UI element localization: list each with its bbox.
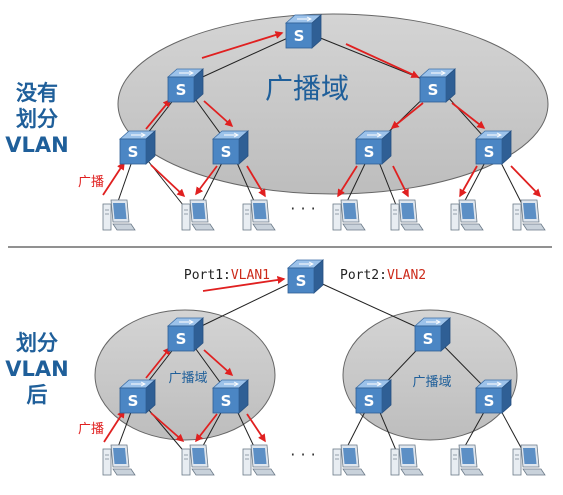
switch-icon bbox=[355, 379, 392, 414]
broadcast-arrow bbox=[246, 413, 266, 443]
switch-icon bbox=[475, 379, 512, 414]
computer-icon bbox=[450, 444, 484, 476]
broadcast-arrow bbox=[451, 102, 486, 129]
broadcast-arrow bbox=[203, 349, 234, 376]
switch-icon bbox=[285, 14, 322, 49]
computer-icon bbox=[181, 444, 215, 476]
ellipsis-top: · · · bbox=[290, 199, 315, 218]
broadcast-arrow bbox=[103, 409, 125, 443]
computer-icon bbox=[332, 444, 366, 476]
broadcast-domain-label-left: 广播域 bbox=[168, 371, 207, 386]
broadcast-arrow bbox=[202, 275, 286, 292]
computer-icon bbox=[332, 199, 366, 231]
port1-prefix: Port1: bbox=[184, 268, 231, 283]
switch-icon bbox=[355, 130, 392, 165]
broadcast-domain-label-top: 广播域 bbox=[265, 72, 349, 105]
computer-icon bbox=[390, 444, 424, 476]
computer-icon bbox=[390, 199, 424, 231]
broadcast-arrow bbox=[145, 346, 171, 379]
bottom-broadcast-arrows bbox=[103, 275, 286, 443]
side-label-bottom-line-3: 后 bbox=[26, 383, 48, 407]
side-label-top-line-1: 没有 bbox=[16, 81, 58, 105]
broadcast-arrow bbox=[392, 165, 409, 198]
side-label-bottom-line-1: 划分 bbox=[16, 331, 58, 355]
computer-icon bbox=[512, 444, 546, 476]
computer-icon bbox=[102, 199, 136, 231]
broadcast-arrow bbox=[246, 165, 266, 198]
broadcast-arrow bbox=[203, 100, 234, 127]
broadcast-arrow bbox=[150, 164, 186, 198]
broadcast-arrow bbox=[145, 98, 171, 130]
computer-icon bbox=[181, 199, 215, 231]
broadcast-arrow bbox=[150, 412, 185, 442]
broadcast-arrow bbox=[201, 31, 284, 59]
broadcast-arrow bbox=[510, 165, 542, 198]
side-label-bottom-line-2: VLAN bbox=[5, 357, 69, 381]
broadcast-arrow bbox=[459, 165, 478, 198]
port2-prefix: Port2: bbox=[340, 268, 387, 283]
side-label-top-line-3: VLAN bbox=[5, 133, 69, 157]
port1-vlan: VLAN1 bbox=[231, 268, 270, 283]
computer-icon bbox=[242, 444, 276, 476]
broadcast-arrow bbox=[102, 161, 125, 196]
broadcast-domain-label-right: 广播域 bbox=[412, 375, 451, 390]
broadcast-arrow bbox=[195, 413, 218, 443]
switch-icon bbox=[287, 259, 324, 294]
switch-icon bbox=[167, 68, 204, 103]
switch-icon bbox=[414, 317, 451, 352]
side-label-bottom: 划分 VLAN 后 bbox=[2, 330, 72, 408]
broadcast-arrow bbox=[390, 102, 424, 129]
side-label-top-line-2: 划分 bbox=[16, 107, 58, 131]
side-label-top: 没有 划分 VLAN bbox=[2, 80, 72, 158]
broadcast-label-top: 广播 bbox=[78, 175, 104, 190]
top-broadcast-arrows bbox=[102, 31, 542, 198]
switch-icon bbox=[119, 379, 156, 414]
switch-icon bbox=[167, 317, 204, 352]
switch-icon bbox=[212, 130, 249, 165]
broadcast-arrow bbox=[337, 165, 358, 198]
computer-icon bbox=[242, 199, 276, 231]
switch-icon bbox=[475, 130, 512, 165]
port2-vlan: VLAN2 bbox=[387, 268, 426, 283]
broadcast-label-bottom: 广播 bbox=[78, 422, 104, 437]
broadcast-arrow bbox=[195, 165, 218, 196]
switch-icon bbox=[119, 130, 156, 165]
switch-icon bbox=[212, 379, 249, 414]
port1-label: Port1:VLAN1 bbox=[184, 268, 270, 283]
broadcast-arrow bbox=[345, 43, 420, 78]
port2-label: Port2:VLAN2 bbox=[340, 268, 426, 283]
computer-icon bbox=[102, 444, 136, 476]
switch-icon bbox=[419, 68, 456, 103]
computer-icon bbox=[512, 199, 546, 231]
ellipsis-bottom: · · · bbox=[290, 445, 315, 464]
computer-icon bbox=[450, 199, 484, 231]
